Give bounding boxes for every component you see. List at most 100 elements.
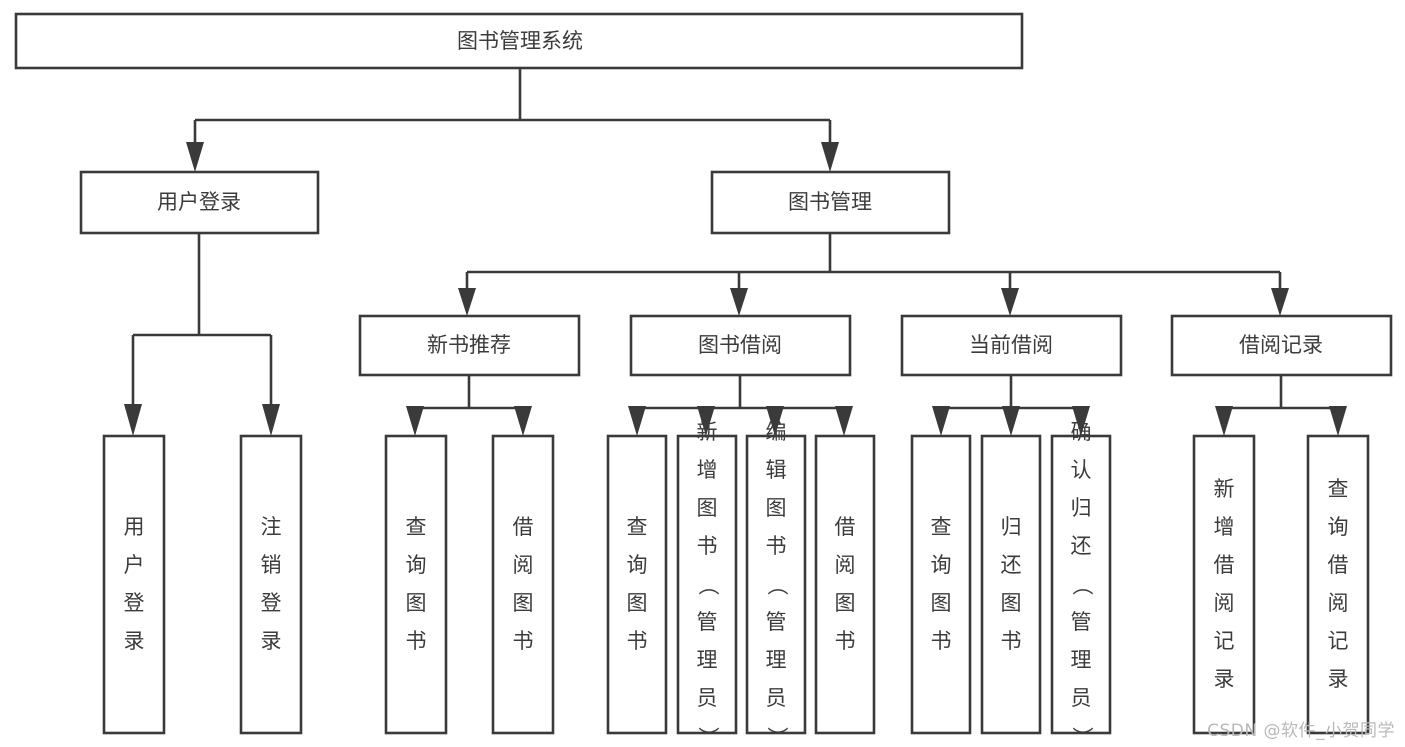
arrow-head-current-borrow: [1001, 288, 1019, 316]
arrow-head-leaf-borrow-book-b: [835, 406, 853, 436]
node-label-char: （: [696, 575, 720, 596]
node-box-leaf-query-book-c[interactable]: [910, 434, 972, 735]
node-label-char: 图: [513, 591, 534, 615]
node-label-char: ）: [696, 727, 720, 747]
arrow-head-leaf-add-record: [1215, 406, 1233, 436]
node-label-char: 增: [697, 458, 718, 482]
node-label-char: 图: [835, 591, 856, 615]
node-layer: 图书管理系统 用户登录 图书管理 新书推荐 图书借阅: [14, 12, 1393, 747]
node-label-char: 还: [1001, 553, 1022, 577]
node-label-char: 书: [766, 534, 787, 558]
node-box-leaf-confirm-return[interactable]: [1050, 434, 1112, 735]
node-label-char: 书: [1001, 629, 1022, 653]
node-label-char: 查: [1328, 477, 1349, 501]
node-label-char: 书: [406, 629, 427, 653]
csdn-watermark: CSDN @软件_小贺同学: [1207, 721, 1395, 741]
arrow-head-leaf-confirm-return: [1072, 406, 1090, 436]
node-label-char: 查: [406, 515, 427, 539]
arrow-head-leaf-add-book: [697, 406, 715, 436]
connector-layer: [124, 68, 1347, 436]
node-box-user-login[interactable]: [79, 170, 320, 235]
node-label-char: 书: [835, 629, 856, 653]
node-label-char: ）: [765, 727, 789, 747]
node-new-book-recommend[interactable]: 新书推荐: [358, 314, 581, 377]
node-label-char: 借: [513, 515, 534, 539]
node-label-new-book-recommend: 新书推荐: [427, 333, 511, 357]
node-box-leaf-borrow-book-a[interactable]: [491, 434, 555, 735]
node-label-char: 阅: [835, 553, 856, 577]
node-label-char: 记: [1328, 629, 1349, 653]
node-leaf-user-login[interactable]: 用户登录: [102, 434, 166, 735]
node-label-char: 图: [627, 591, 648, 615]
node-label-char: 理: [766, 648, 787, 672]
node-box-leaf-return-book[interactable]: [980, 434, 1042, 735]
node-box-leaf-query-book-a[interactable]: [384, 434, 448, 735]
node-borrow-record[interactable]: 借阅记录: [1170, 314, 1393, 377]
node-label-char: 辑: [766, 458, 787, 482]
node-label-user-login: 用户登录: [157, 190, 241, 214]
node-label-char: 员: [697, 686, 718, 710]
node-box-leaf-user-login[interactable]: [102, 434, 166, 735]
node-label-char: 确: [1071, 420, 1092, 444]
node-box-borrow-record[interactable]: [1170, 314, 1393, 377]
node-label-char: 新: [697, 420, 718, 444]
node-box-book-borrow[interactable]: [629, 314, 852, 377]
node-box-book-management[interactable]: [710, 170, 951, 235]
node-label-char: 借: [1328, 553, 1349, 577]
node-current-borrow[interactable]: 当前借阅: [900, 314, 1123, 377]
node-box-current-borrow[interactable]: [900, 314, 1123, 377]
node-label-char: 理: [1071, 648, 1092, 672]
node-user-login[interactable]: 用户登录: [79, 170, 320, 235]
node-label-char: 阅: [1328, 591, 1349, 615]
node-box-leaf-query-book-b[interactable]: [606, 434, 668, 735]
node-label-char: 询: [931, 553, 952, 577]
node-label-char: 阅: [513, 553, 534, 577]
node-box-leaf-add-book[interactable]: [676, 434, 738, 735]
node-box-new-book-recommend[interactable]: [358, 314, 581, 377]
node-book-borrow[interactable]: 图书借阅: [629, 314, 852, 377]
node-label-char: 图: [697, 496, 718, 520]
node-label-current-borrow: 当前借阅: [969, 333, 1053, 357]
node-box-leaf-edit-book[interactable]: [745, 434, 807, 735]
node-box-leaf-add-record[interactable]: [1192, 434, 1256, 735]
node-label-char: 理: [697, 648, 718, 672]
node-label-char: 归: [1071, 496, 1092, 520]
node-box-leaf-borrow-book-b[interactable]: [814, 434, 876, 735]
node-box-leaf-query-record[interactable]: [1306, 434, 1370, 735]
node-root-system[interactable]: 图书管理系统: [14, 12, 1024, 70]
node-label-char: ）: [1070, 727, 1094, 747]
node-label-char: 员: [766, 686, 787, 710]
node-label-char: 户: [124, 553, 145, 577]
arrow-head-user-login: [186, 142, 204, 172]
node-label-char: 管: [697, 610, 718, 634]
node-box-leaf-logout[interactable]: [239, 434, 303, 735]
node-box-root-system[interactable]: [14, 12, 1024, 70]
arrow-head-leaf-query-book-a: [406, 406, 424, 436]
node-label-book-management: 图书管理: [788, 190, 872, 214]
node-book-management[interactable]: 图书管理: [710, 170, 951, 235]
node-label-char: 管: [766, 610, 787, 634]
node-label-char: 书: [513, 629, 534, 653]
